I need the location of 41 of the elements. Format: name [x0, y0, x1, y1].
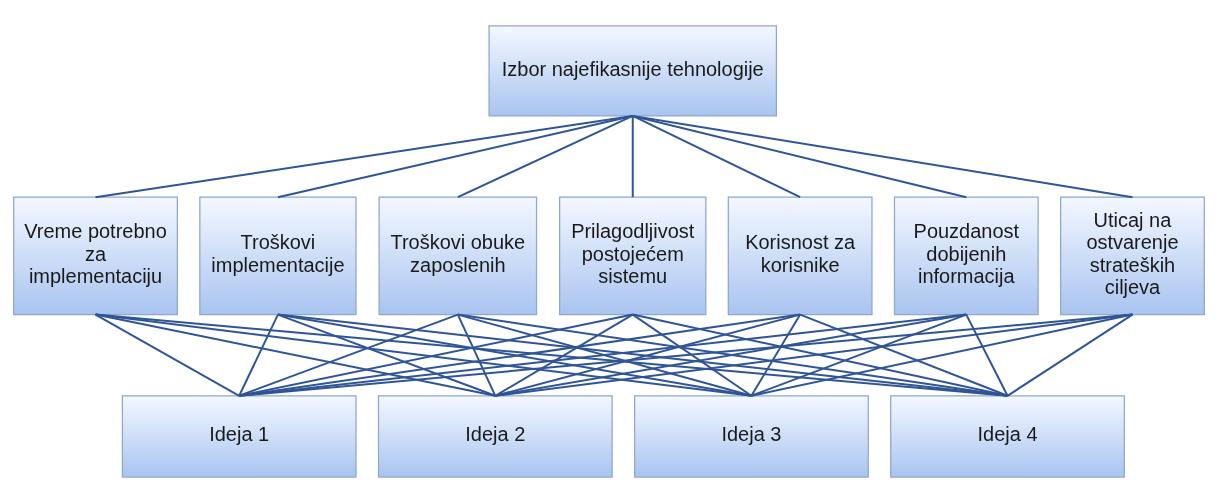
- connector: [238, 313, 459, 397]
- connector: [494, 313, 634, 397]
- connector: [94, 313, 241, 397]
- node-box: Vreme potrebno za implementaciju: [13, 196, 178, 315]
- node-box: Ideja 1: [121, 394, 357, 478]
- connector: [94, 313, 497, 397]
- node-box: Uticaj na ostvarenje strateških ciljeva: [1060, 196, 1205, 315]
- connector: [631, 114, 634, 198]
- connector: [494, 313, 1134, 397]
- connector: [750, 313, 1134, 397]
- connector: [631, 114, 1134, 198]
- connector: [631, 313, 1009, 397]
- connector: [456, 114, 634, 198]
- connector: [238, 313, 1134, 397]
- connector: [276, 114, 634, 198]
- connector: [238, 313, 802, 397]
- connector: [238, 313, 279, 397]
- connector: [750, 313, 802, 397]
- node-box: Korisnost za korisnike: [727, 196, 873, 315]
- node-box: Troškovi obuke zaposlenih: [378, 196, 538, 315]
- connector: [1006, 313, 1134, 397]
- connector: [631, 313, 753, 397]
- connector: [456, 313, 753, 397]
- connector: [238, 313, 634, 397]
- connector: [799, 313, 1009, 397]
- connector: [750, 313, 968, 397]
- node-box: Izbor najefikasnije tehnologije: [488, 24, 778, 117]
- node-box: Pouzdanost dobijenih informacija: [893, 196, 1039, 315]
- connector: [965, 313, 1009, 397]
- connector: [631, 114, 968, 198]
- node-box: Ideja 2: [377, 394, 613, 478]
- node-box: Troškovi implementacije: [199, 196, 357, 315]
- connector: [631, 114, 802, 198]
- node-box: Prilagodljivost postojećem sistemu: [559, 196, 707, 315]
- node-box: Ideja 4: [890, 394, 1125, 478]
- connector: [456, 313, 497, 397]
- connector: [494, 313, 802, 397]
- connector: [94, 313, 753, 397]
- node-box: Ideja 3: [634, 394, 869, 478]
- connector: [94, 313, 1009, 397]
- connector: [94, 114, 634, 198]
